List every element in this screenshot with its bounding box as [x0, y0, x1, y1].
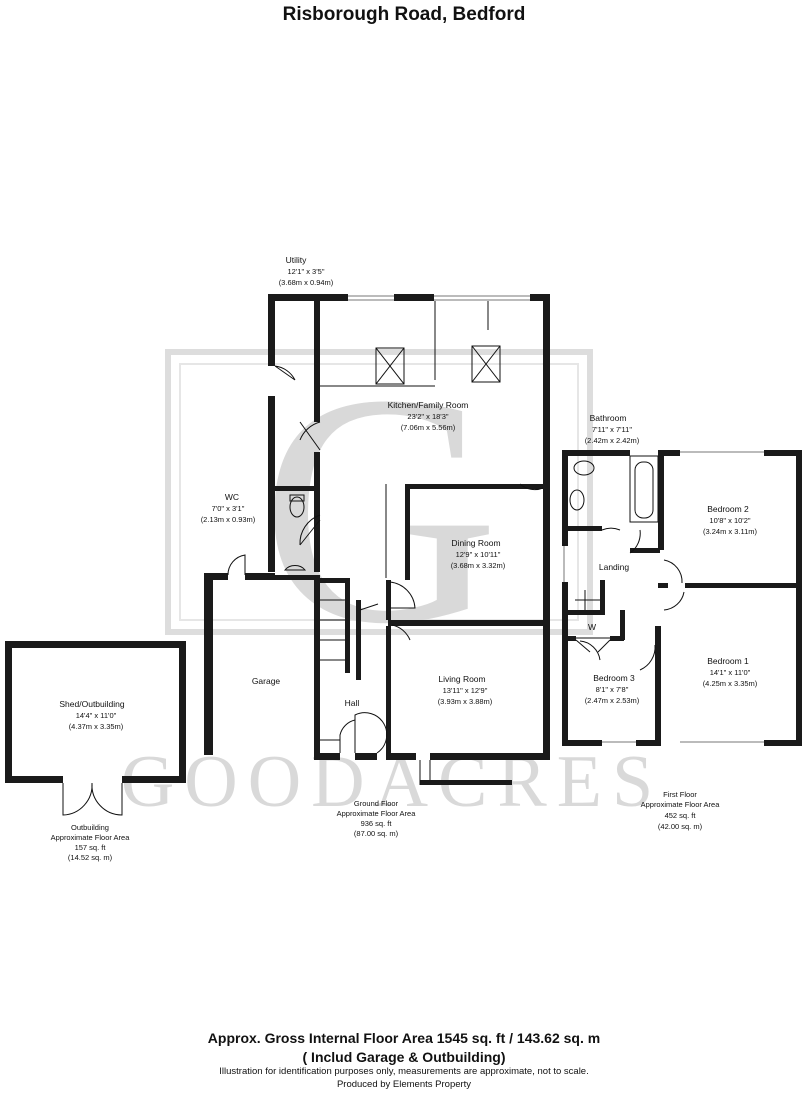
first-floor-walls	[562, 450, 802, 746]
room-landing: Landing	[599, 562, 630, 572]
room-bedroom1: Bedroom 1 14'1" x 11'0" (4.25m x 3.35m)	[703, 656, 758, 688]
ground-floor-details	[227, 295, 544, 785]
room-imperial: 14'4" x 11'0"	[76, 711, 117, 720]
room-name: Living Room	[438, 674, 485, 684]
room-bedroom3: Bedroom 3 8'1" x 7'8" (2.47m x 2.53m)	[585, 673, 640, 705]
room-imperial: 10'8" x 10'2"	[709, 516, 750, 525]
watermark-letter: G	[261, 327, 499, 692]
room-name: Hall	[345, 698, 360, 708]
room-bathroom: Bathroom 7'11" x 7'11" (2.42m x 2.42m)	[585, 413, 640, 445]
room-imperial: 7'11" x 7'11"	[592, 425, 632, 434]
room-name: Bedroom 2	[707, 504, 749, 514]
include-note: ( Includ Garage & Outbuilding)	[302, 1049, 506, 1065]
room-imperial: 13'11" x 12'9"	[443, 686, 488, 695]
producer: Produced by Elements Property	[336, 1079, 472, 1090]
room-metric: (7.06m x 5.56m)	[401, 423, 456, 432]
room-name: Dining Room	[451, 538, 500, 548]
area-line: Approximate Floor Area	[51, 833, 131, 842]
area-first-floor: First Floor Approximate Floor Area 452 s…	[641, 790, 721, 831]
room-name: W	[588, 622, 596, 632]
area-ground-floor: Ground Floor Approximate Floor Area 936 …	[337, 799, 417, 838]
disclaimer: Illustration for identification purposes…	[219, 1066, 589, 1077]
room-imperial: 12'9" x 10'11"	[456, 550, 501, 559]
room-dining: Dining Room 12'9" x 10'11" (3.68m x 3.32…	[451, 538, 506, 570]
room-name: WC	[225, 492, 239, 502]
room-shed: Shed/Outbuilding 14'4" x 11'0" (4.37m x …	[59, 699, 124, 731]
area-line: Approximate Floor Area	[641, 800, 721, 809]
room-utility: Utility 12'1" x 3'5" (3.68m x 0.94m)	[279, 255, 334, 287]
room-metric: (3.68m x 0.94m)	[279, 278, 334, 287]
room-imperial: 12'1" x 3'5"	[288, 267, 325, 276]
ground-floor-walls	[204, 294, 550, 785]
room-kitchen: Kitchen/Family Room 23'2" x 18'3" (7.06m…	[388, 400, 469, 432]
area-line: 936 sq. ft	[361, 819, 393, 828]
room-metric: (2.42m x 2.42m)	[585, 436, 640, 445]
room-garage: Garage	[252, 676, 281, 686]
outbuilding-walls	[5, 641, 186, 816]
area-line: (42.00 sq. m)	[658, 822, 703, 831]
area-line: Ground Floor	[354, 799, 399, 808]
area-line: 157 sq. ft	[75, 843, 107, 852]
area-line: 452 sq. ft	[665, 811, 697, 820]
area-outbuilding: Outbuilding Approximate Floor Area 157 s…	[51, 823, 131, 862]
room-name: Garage	[252, 676, 281, 686]
room-imperial: 8'1" x 7'8"	[596, 685, 629, 694]
room-w: W	[588, 622, 596, 632]
room-metric: (3.24m x 3.11m)	[703, 527, 758, 536]
room-imperial: 14'1" x 11'0"	[710, 668, 751, 677]
room-name: Bathroom	[590, 413, 627, 423]
room-name: Kitchen/Family Room	[388, 400, 469, 410]
room-name: Shed/Outbuilding	[59, 699, 124, 709]
area-line: (87.00 sq. m)	[354, 829, 399, 838]
area-line: First Floor	[663, 790, 697, 799]
area-line: Approximate Floor Area	[337, 809, 417, 818]
area-line: Outbuilding	[71, 823, 109, 832]
room-name: Utility	[286, 255, 308, 265]
room-metric: (4.37m x 3.35m)	[69, 722, 124, 731]
room-metric: (3.93m x 3.88m)	[438, 697, 493, 706]
room-metric: (4.25m x 3.35m)	[703, 679, 758, 688]
area-line: (14.52 sq. m)	[68, 853, 113, 862]
room-metric: (2.13m x 0.93m)	[201, 515, 256, 524]
first-floor-details	[563, 451, 764, 743]
room-name: Bedroom 1	[707, 656, 749, 666]
room-hall: Hall	[345, 698, 360, 708]
room-metric: (2.47m x 2.53m)	[585, 696, 640, 705]
room-imperial: 7'0" x 3'1"	[212, 504, 245, 513]
room-wc: WC 7'0" x 3'1" (2.13m x 0.93m)	[201, 492, 256, 524]
room-name: Landing	[599, 562, 630, 572]
room-bedroom2: Bedroom 2 10'8" x 10'2" (3.24m x 3.11m)	[703, 504, 758, 536]
gross-area: Approx. Gross Internal Floor Area 1545 s…	[207, 1030, 601, 1046]
room-imperial: 23'2" x 18'3"	[407, 412, 448, 421]
room-name: Bedroom 3	[593, 673, 635, 683]
room-living: Living Room 13'11" x 12'9" (3.93m x 3.88…	[438, 674, 493, 706]
room-metric: (3.68m x 3.32m)	[451, 561, 506, 570]
plan-title: Risborough Road, Bedford	[282, 4, 526, 25]
